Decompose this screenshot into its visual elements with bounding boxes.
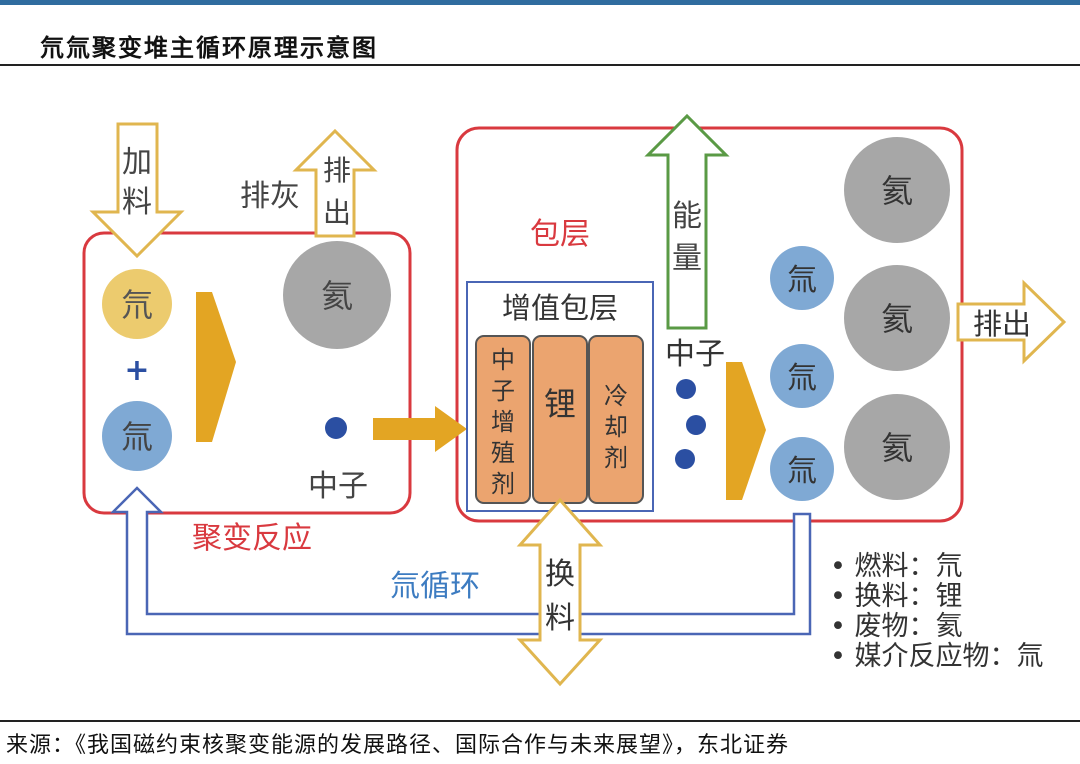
exhaust-right-arrow: [956, 279, 1067, 365]
feed-arrow: [89, 122, 185, 259]
exhaust-label-2: 出: [323, 196, 351, 229]
tritium-cycle-label: 氚循环: [390, 569, 480, 604]
refuel-label-2: 料: [545, 601, 575, 636]
helium-particle-right-3: [844, 394, 950, 500]
lithium-label: 锂: [544, 385, 576, 423]
coolant-column: [588, 335, 644, 504]
helium-particle-right-1: [844, 137, 950, 243]
feed-label-2: 料: [122, 185, 152, 220]
fusion-reaction-label: 聚变反应: [192, 521, 312, 556]
tritium-particle-right-1: [770, 246, 834, 310]
feed-label-1: 加: [122, 145, 152, 180]
tritium-particle-right-2: [770, 344, 834, 408]
legend-item-refuel: • 换料：锂: [830, 581, 963, 612]
tritium-label: 氚: [121, 418, 153, 456]
exhaust-right-label: 排出: [973, 307, 1031, 341]
neutron-multiplier-column: [475, 335, 531, 504]
col1-char: 增: [491, 408, 515, 436]
plus-sign: +: [124, 353, 149, 388]
tritium-particle: [102, 401, 172, 471]
legend-item-medium: • 媒介反应物：氚: [830, 641, 1044, 672]
neutron-dot-right-2: [686, 415, 706, 435]
col1-char: 子: [491, 377, 515, 405]
legend: • 燃料：氘 • 换料：锂 • 废物：氦 • 媒介反应物：氚: [830, 552, 1044, 672]
legend-item-waste: • 废物：氦: [830, 611, 963, 642]
helium-label-left: 氦: [321, 277, 353, 315]
refuel-arrow: [516, 497, 604, 687]
source-rule: [0, 720, 1080, 722]
helium-label-right-3: 氦: [881, 429, 913, 467]
breeding-chevron-arrow: [726, 362, 766, 500]
neutron-dot-right-1: [676, 379, 696, 399]
neutron-arrow: [373, 406, 467, 452]
neutron-label-right: 中子: [665, 337, 725, 372]
energy-label-2: 量: [672, 241, 702, 276]
helium-label-right-1: 氦: [881, 172, 913, 210]
helium-particle-right-2: [844, 265, 950, 371]
col1-char: 剂: [491, 470, 515, 498]
energy-label-1: 能: [672, 199, 702, 234]
neutron-dot: [325, 417, 347, 439]
source-note: 来源：《我国磁约束核聚变能源的发展路径、国际合作与未来展望》，东北证券: [6, 733, 790, 758]
legend-item-fuel: • 燃料：氘: [830, 551, 963, 582]
deuterium-label: 氘: [121, 286, 153, 324]
tritium-label-right-2: 氚: [787, 361, 817, 396]
neutron-label-left: 中子: [308, 469, 368, 504]
title-rule: [0, 64, 1080, 66]
tritium-label-right-1: 氚: [787, 263, 817, 298]
col3-char: 冷: [604, 382, 628, 410]
neutron-dot-right-3: [675, 449, 695, 469]
figure-title: 氘氚聚变堆主循环原理示意图: [40, 33, 378, 62]
exhaust-up-arrow: [292, 128, 378, 238]
fusion-reaction-box: [82, 231, 412, 515]
tritium-label-right-3: 氚: [787, 454, 817, 489]
col3-char: 却: [604, 413, 628, 441]
reaction-chevron-arrow: [196, 292, 236, 442]
helium-label-right-2: 氦: [881, 300, 913, 338]
col1-char: 中: [491, 346, 515, 374]
col1-char: 殖: [491, 439, 515, 467]
ash-removal-label: 排灰: [240, 179, 300, 214]
deuterium-particle: [102, 269, 172, 339]
exhaust-label-1: 排: [323, 154, 351, 187]
refuel-label-1: 换: [545, 557, 575, 592]
tritium-cycle-loop: [109, 486, 812, 636]
tritium-particle-right-3: [770, 437, 834, 501]
coolant-text: 冷却剂: [604, 382, 628, 472]
col3-char: 剂: [604, 444, 628, 472]
top-accent-bar: [0, 0, 1080, 5]
blanket-label: 包层: [530, 217, 590, 252]
helium-particle-left: [283, 241, 391, 349]
breeding-blanket-label: 增值包层: [502, 291, 618, 325]
energy-arrow: [644, 113, 730, 330]
fusion-cycle-diagram: 加 料 排 出 排灰 氘 + 氚 氦 中子 聚变反应 包层 能 量 增值包层 中…: [82, 113, 1067, 687]
